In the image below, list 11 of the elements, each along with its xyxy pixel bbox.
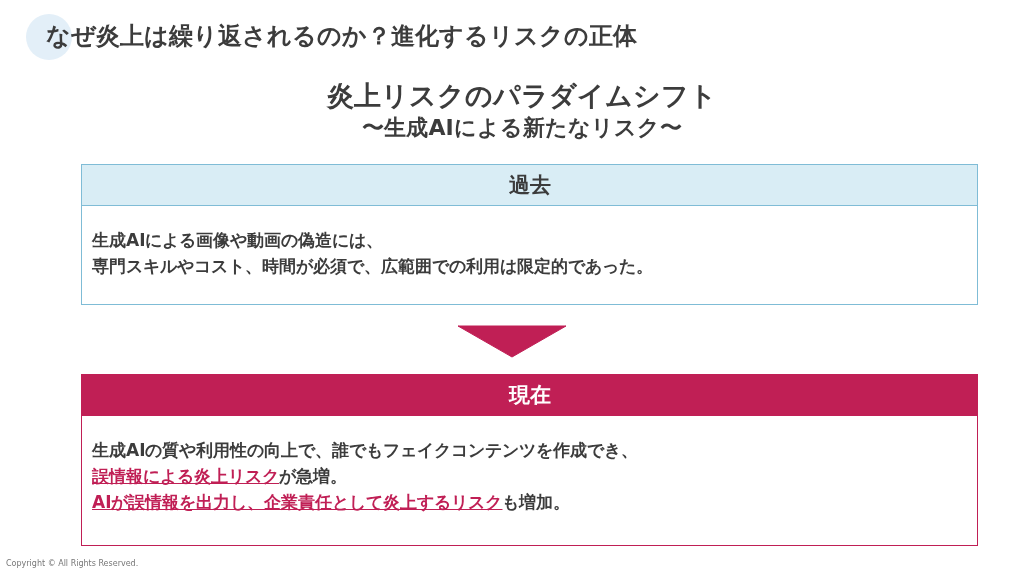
panel-text: 生成AIの質や利用性の向上で、誰でもフェイクコンテンツを作成でき、誤情報による炎上リスクが急増。AIが誤情報を出力し、企業責任として炎上するリスクも増加。 [92,439,639,514]
panel-box [81,374,978,546]
panel-box [81,164,978,305]
panel-header: 過去 [82,165,977,206]
page-title: なぜ炎上は繰り返されるのか？進化するリスクの正体 [46,21,637,52]
copyright-note: Copyright © All Rights Reserved. [6,559,139,569]
down-arrow [457,325,567,358]
diagram-subheading: 〜生成AIによる新たなリスク〜 [361,114,683,142]
panel-text: 生成AIによる画像や動画の偽造には、専門スキルやコスト、時間が必須で、広範囲での利用は限定的であった。 [92,229,653,278]
diagram-heading: 炎上リスクのパラダイムシフト [325,79,718,113]
panel-header: 現在 [82,375,977,416]
